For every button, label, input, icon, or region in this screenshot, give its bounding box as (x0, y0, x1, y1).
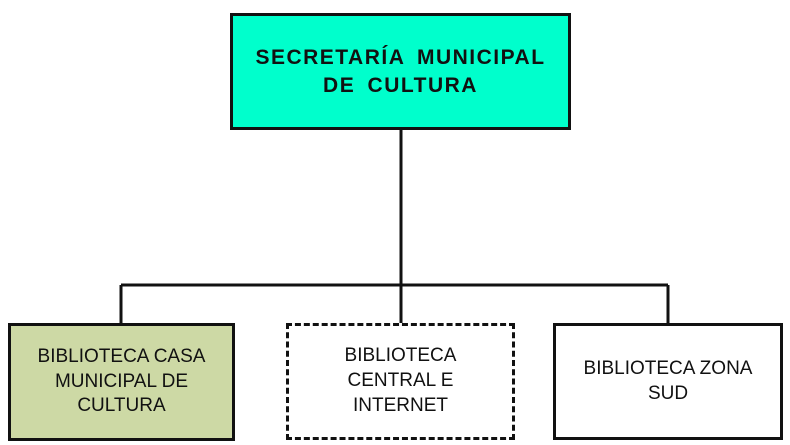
child-node-label: BIBLIOTECA CENTRAL E INTERNET (344, 345, 457, 416)
child-node-biblioteca-casa-municipal: BIBLIOTECA CASA MUNICIPAL DE CULTURA (8, 323, 235, 441)
child-node-biblioteca-zona-sud: BIBLIOTECA ZONA SUD (553, 323, 783, 440)
child-node-label: BIBLIOTECA ZONA SUD (583, 357, 753, 404)
root-node-secretaria-municipal-de-cultura: SECRETARÍA MUNICIPAL DE CULTURA (230, 13, 571, 130)
child-node-biblioteca-central-internet: BIBLIOTECA CENTRAL E INTERNET (286, 323, 515, 440)
child-node-label: BIBLIOTECA CASA MUNICIPAL DE CULTURA (37, 345, 206, 417)
root-node-label: SECRETARÍA MUNICIPAL DE CULTURA (255, 46, 546, 97)
